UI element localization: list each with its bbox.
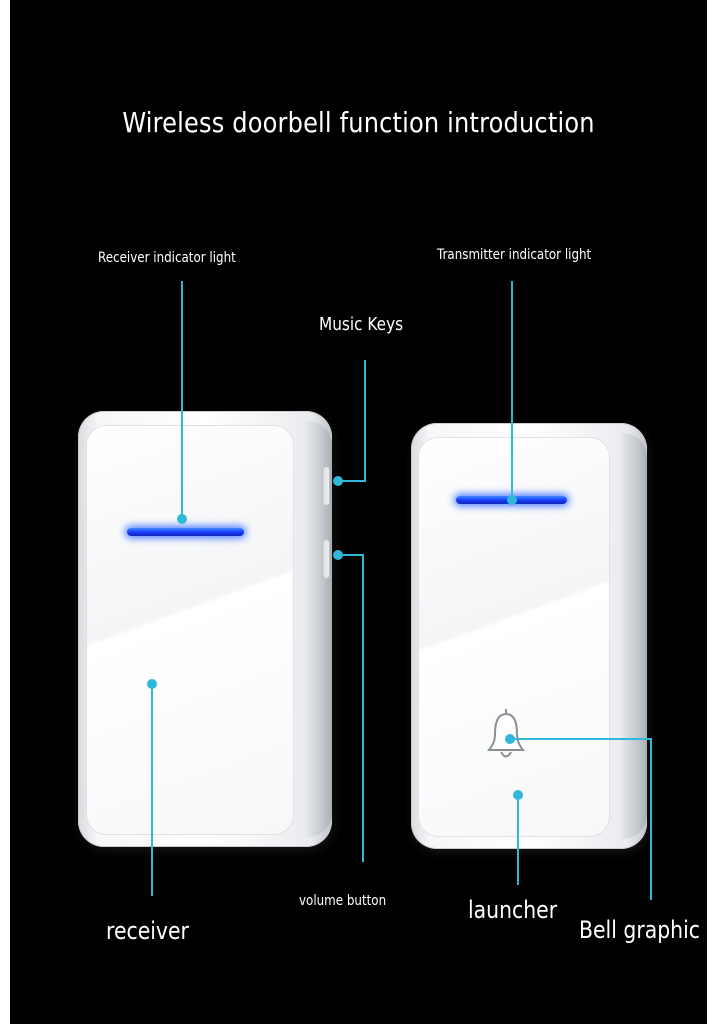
receiver-indicator-led — [127, 528, 244, 536]
volume-button-label: volume button — [299, 893, 387, 909]
receiver-callout-dot — [147, 679, 157, 689]
volume-button-callout-line — [362, 554, 364, 862]
bell-graphic-callout-arm — [510, 738, 652, 740]
launcher-callout-line — [517, 795, 519, 885]
receiver-indicator-callout-line — [181, 281, 183, 519]
volume-key — [322, 539, 330, 579]
bell-graphic-label: Bell graphic — [579, 916, 700, 944]
left-border — [0, 0, 10, 1024]
launcher-callout-dot — [513, 790, 523, 800]
receiver-callout-line — [151, 684, 153, 896]
launcher-device — [411, 423, 647, 849]
bell-graphic-callout-dot — [505, 734, 515, 744]
receiver-indicator-callout-dot — [177, 514, 187, 524]
receiver-face — [86, 425, 294, 835]
music-keys-callout-line — [364, 360, 366, 481]
volume-button-callout-dot — [333, 550, 343, 560]
launcher-side-edge — [621, 433, 647, 839]
music-keys-label: Music Keys — [319, 314, 404, 335]
page-title: Wireless doorbell function introduction — [122, 106, 595, 139]
receiver-label: receiver — [106, 917, 189, 945]
bell-graphic-callout-line — [650, 738, 652, 900]
music-key — [322, 466, 330, 506]
transmitter-indicator-callout-line — [511, 281, 513, 500]
launcher-label: launcher — [468, 896, 558, 924]
volume-button-callout-arm — [338, 554, 364, 556]
transmitter-indicator-callout-dot — [507, 495, 517, 505]
receiver-indicator-light-label: Receiver indicator light — [98, 250, 236, 266]
right-border — [707, 0, 717, 1024]
music-keys-callout-dot — [333, 476, 343, 486]
transmitter-indicator-light-label: Transmitter indicator light — [437, 247, 592, 263]
receiver-device — [78, 411, 332, 847]
music-keys-callout-arm — [338, 480, 366, 482]
